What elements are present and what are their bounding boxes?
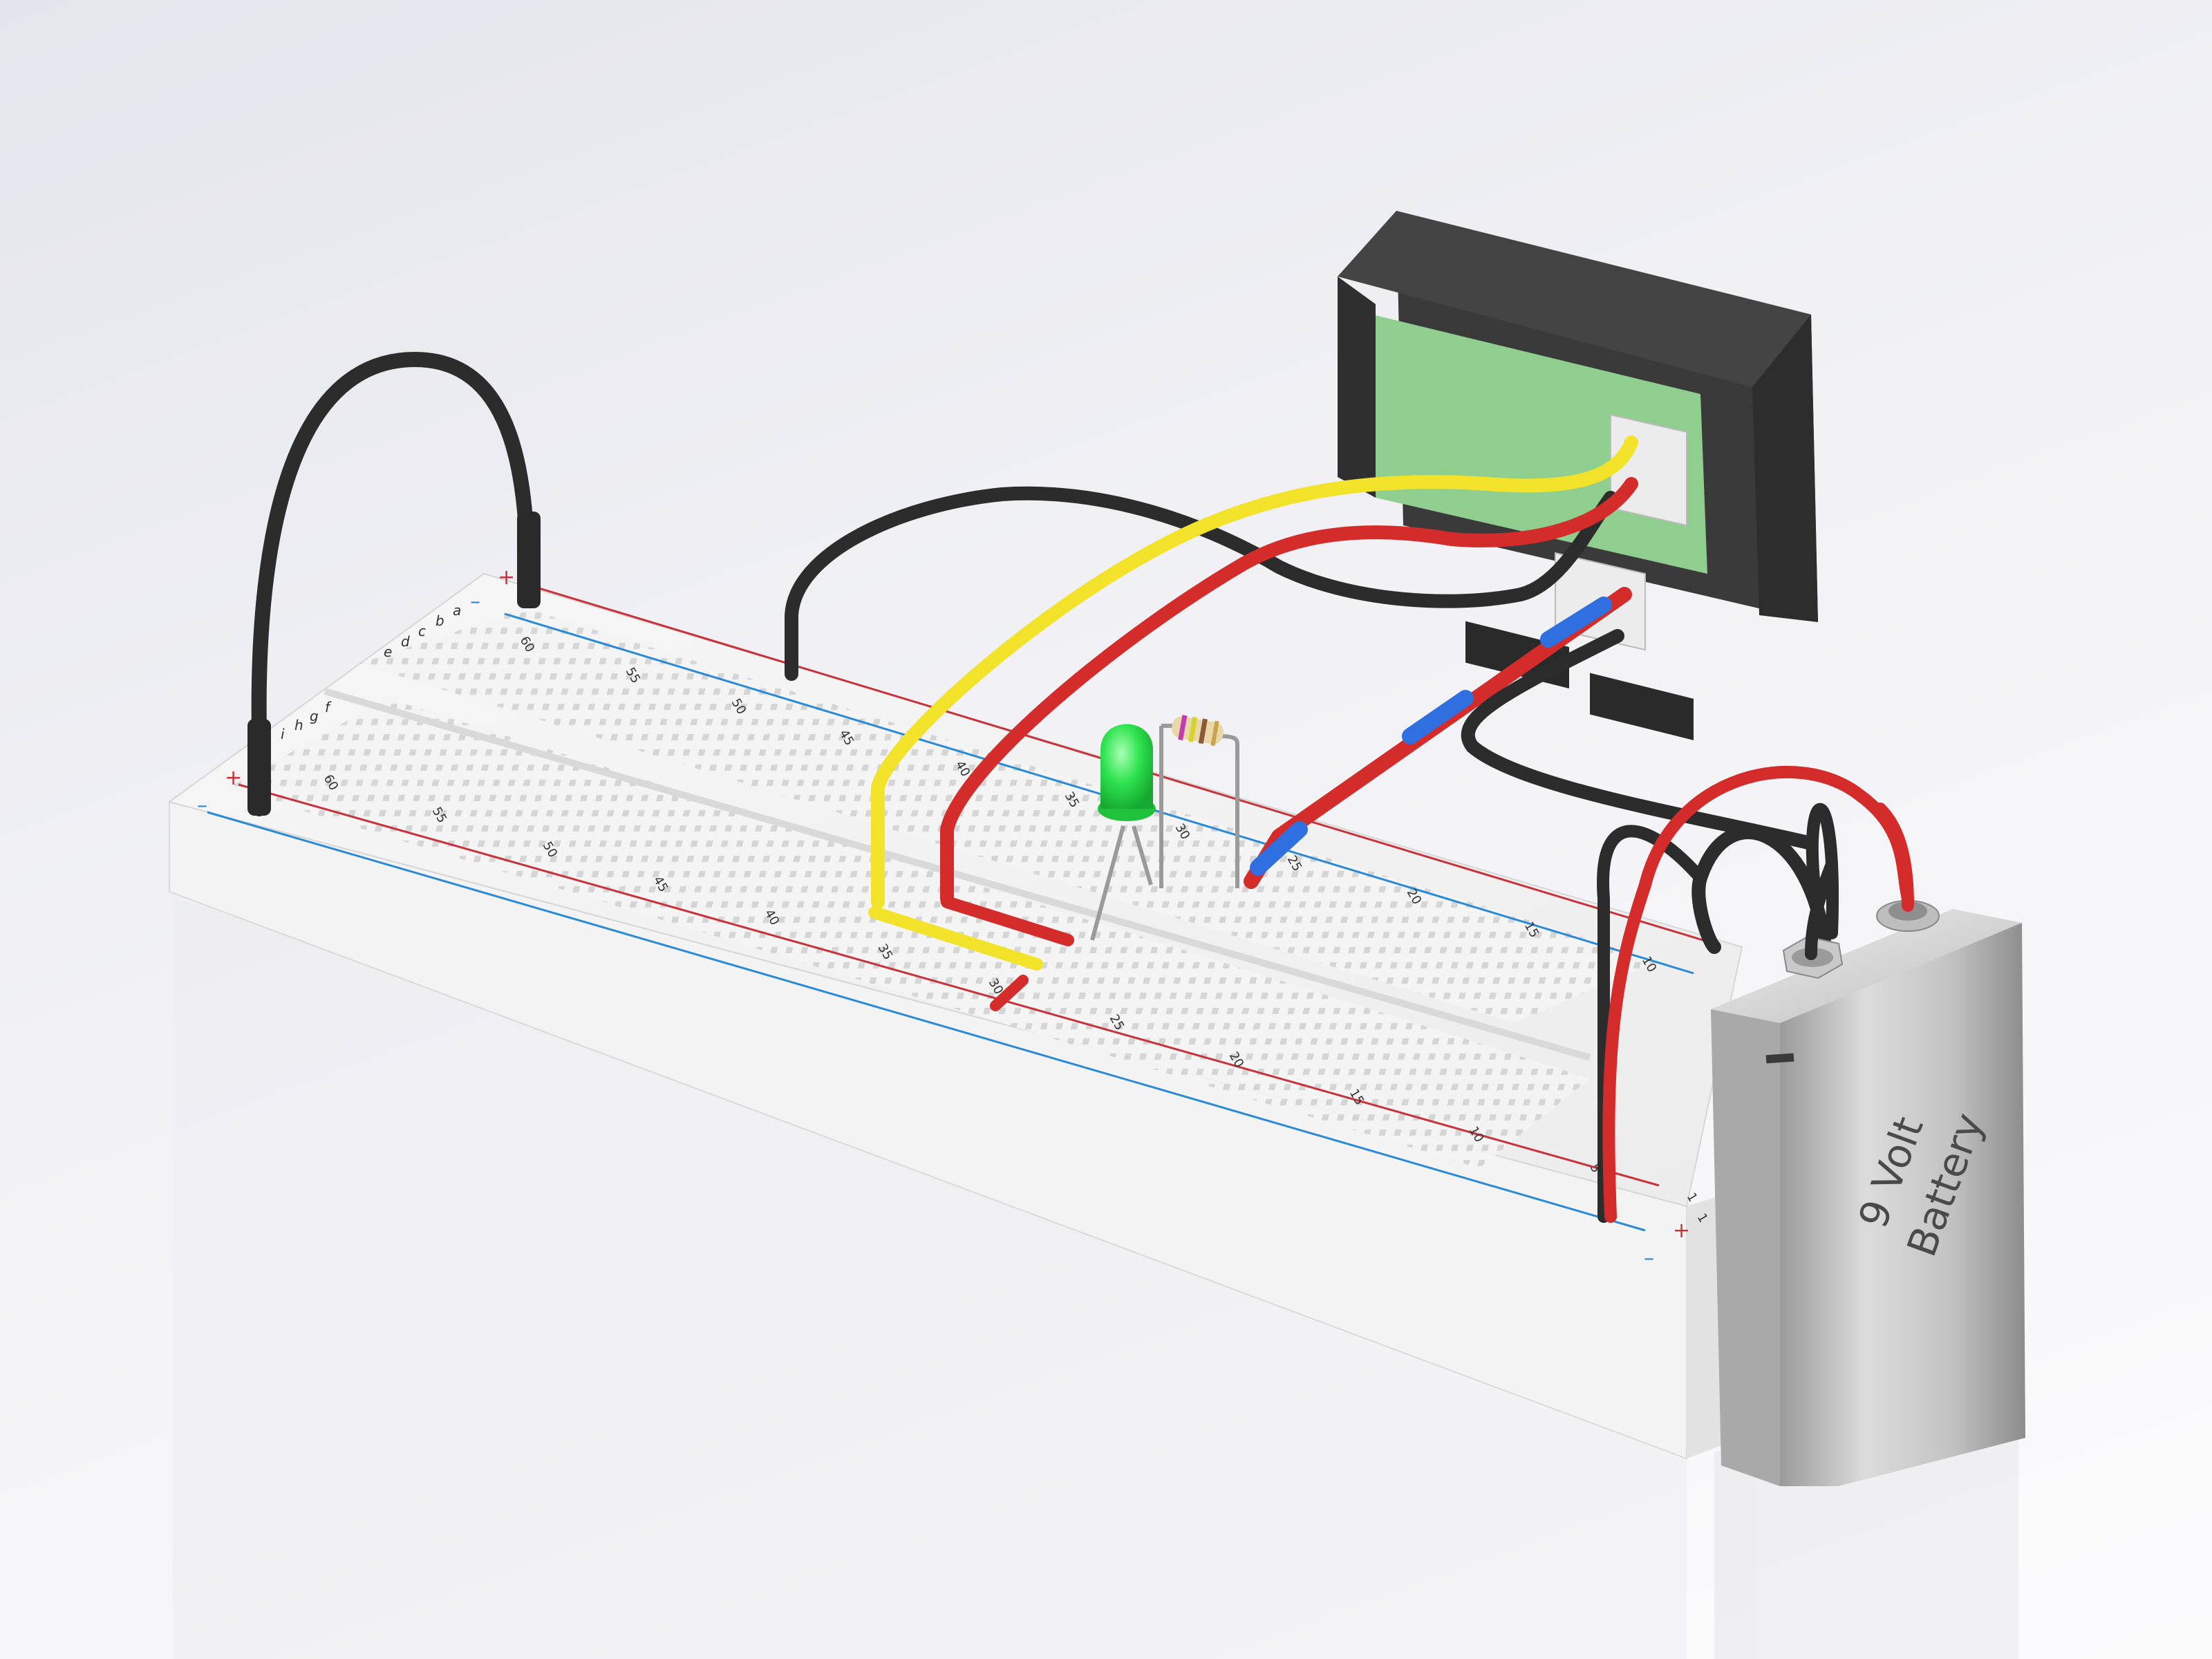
- row-label-c: c: [418, 623, 426, 639]
- row-label-h: h: [294, 717, 303, 733]
- hole-field-front: [228, 698, 1590, 1168]
- jumper-wire-black-arch: [251, 352, 536, 816]
- wire-black-rail-down: [1597, 825, 1707, 1223]
- battery-minus-mark: [1765, 1053, 1794, 1064]
- led-dome: [1100, 724, 1153, 809]
- row-label-g: g: [310, 708, 319, 724]
- resistor-band-3: [1198, 718, 1208, 744]
- wire-black-voltmeter-ground: [785, 486, 1618, 681]
- led-leg-left: [1090, 825, 1125, 941]
- led-leg-right: [1132, 825, 1153, 885]
- battery-front: [1711, 1009, 1780, 1486]
- top-rail-blue-line: [504, 612, 1694, 975]
- wire-red-power: [940, 477, 1638, 906]
- resistor-band-4: [1210, 720, 1219, 747]
- resistor: [1159, 715, 1239, 888]
- jumper-plug-left: [247, 719, 271, 816]
- hole-field-back: [359, 608, 1659, 1023]
- wire-black-battery-negative: [1691, 825, 1832, 954]
- rail-plus-bottom-right: +: [1673, 1219, 1690, 1243]
- wire-blue-stripe-1: [1250, 821, 1308, 876]
- rail-minus-top-left: –: [470, 590, 480, 614]
- breadboard: + – + – + – a b c d e f g h i j 60 55 50…: [167, 565, 1743, 1460]
- row-label-b: b: [435, 612, 444, 629]
- voltmeter-bezel-top: [1338, 211, 1811, 387]
- green-led: [1090, 724, 1156, 941]
- jumper-plug-right: [517, 512, 541, 608]
- voltmeter-module: [1338, 211, 1818, 740]
- battery-side: [1780, 923, 2025, 1486]
- nine-volt-battery: 9 Volt Battery: [1711, 803, 2025, 1486]
- battery-wire-black-terminal: [1805, 858, 1838, 960]
- row-label-f: f: [325, 699, 332, 715]
- jumper-red-short-1: [941, 896, 1074, 946]
- voltmeter-bezel-right: [1752, 315, 1818, 622]
- voltmeter-connector-upper: [1610, 413, 1687, 527]
- top-row-letters: a b c d e: [384, 602, 461, 660]
- jumper-yellow-short: [868, 906, 1043, 971]
- battery-terminal-positive: [1876, 900, 1940, 932]
- rail-minus-bottom-left: –: [197, 794, 207, 818]
- wires: [247, 352, 1914, 1223]
- wire-blue-stripe-3: [1540, 597, 1612, 648]
- bottom-rail-red-line: [238, 783, 1660, 1187]
- wire-blue-stripe-2: [1402, 690, 1474, 744]
- row-label-d: d: [401, 633, 410, 650]
- wire-black-battery-to-module: [1461, 629, 1818, 850]
- battery-top: [1711, 909, 2022, 1023]
- rail-plus-bottom-left: +: [225, 766, 242, 790]
- row-label-a: a: [453, 602, 461, 619]
- voltmeter-housing-left: [1338, 276, 1376, 498]
- rail-minus-bottom-right: –: [1644, 1246, 1654, 1271]
- rail-plus-top-left: +: [498, 565, 515, 590]
- row-label-e: e: [384, 644, 392, 660]
- center-channel: [324, 688, 1591, 1061]
- row-label-i: i: [281, 726, 285, 742]
- bottom-rail-blue-line: [207, 811, 1646, 1232]
- wire-yellow-signal: [871, 435, 1638, 909]
- resistor-band-2: [1188, 716, 1198, 742]
- resistor-band-1: [1178, 715, 1188, 740]
- voltmeter-clip-2: [1590, 673, 1694, 740]
- battery-wire-red-terminal: [1874, 803, 1914, 912]
- jumper-red-short-2: [990, 975, 1029, 1011]
